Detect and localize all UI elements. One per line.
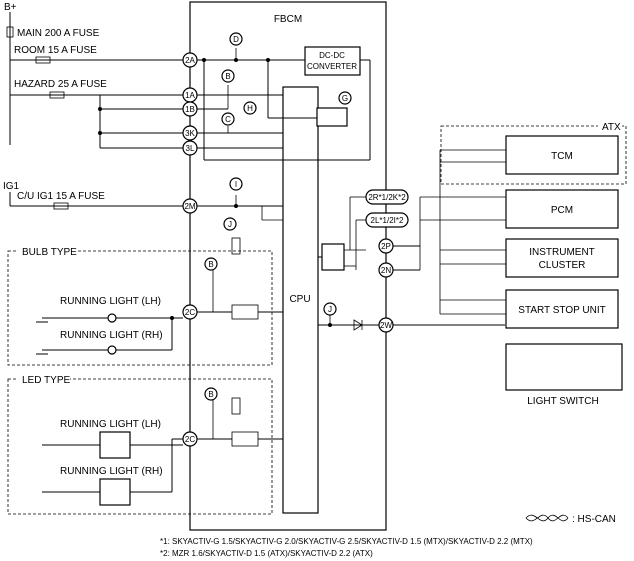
bplus-label: B+ <box>4 2 17 13</box>
svg-text:H: H <box>247 104 253 113</box>
cpu-label: CPU <box>289 294 310 305</box>
dcdc-box <box>304 46 361 76</box>
hazard-fuse-symbol <box>49 91 65 99</box>
room-fuse-label: ROOM 15 A FUSE <box>14 45 97 56</box>
point-j-1: J <box>223 217 237 231</box>
svg-text:G: G <box>342 94 348 103</box>
atx-label: ATX <box>602 122 621 133</box>
terminal-2n: 2N <box>378 262 394 278</box>
point-b-1: B <box>221 69 235 83</box>
hs-can-legend-icon <box>525 514 569 522</box>
cpu-box <box>282 86 319 514</box>
cluster-label-2: CLUSTER <box>539 260 586 271</box>
svg-text:B: B <box>208 390 213 399</box>
hazard-fuse-label: HAZARD 25 A FUSE <box>14 79 107 90</box>
point-c: C <box>221 112 235 126</box>
svg-text:2R*1/2K*2: 2R*1/2K*2 <box>368 193 406 202</box>
terminal-1a: 1A <box>182 87 198 103</box>
point-b-2: B <box>204 257 218 271</box>
cu-fuse-symbol <box>53 202 69 210</box>
svg-text:2A: 2A <box>185 56 195 65</box>
svg-text:3L: 3L <box>186 144 195 153</box>
terminal-can-low: 2L*1/2I*2 <box>365 212 409 228</box>
led-type-label: LED TYPE <box>22 375 70 386</box>
dcdc-label-2: CONVERTER <box>307 62 357 71</box>
start-stop-unit-box <box>505 289 619 329</box>
bulb-lh-icon <box>107 313 117 323</box>
light-switch-box <box>505 343 623 391</box>
terminal-2p: 2P <box>378 238 394 254</box>
svg-text:3K: 3K <box>185 129 195 138</box>
svg-text:1B: 1B <box>185 105 195 114</box>
hs-can-legend-label: : HS-CAN <box>572 514 616 525</box>
svg-text:2C: 2C <box>185 435 195 444</box>
fbcm-title: FBCM <box>274 14 302 25</box>
terminal-can-high: 2R*1/2K*2 <box>365 189 409 205</box>
can-transceiver <box>321 243 345 271</box>
bulb-light-lh-label: RUNNING LIGHT (LH) <box>60 296 161 307</box>
svg-text:B: B <box>208 260 213 269</box>
point-j-2: J <box>323 302 337 316</box>
point-b-3: B <box>204 387 218 401</box>
bulb-light-rh-label: RUNNING LIGHT (RH) <box>60 330 163 341</box>
cluster-label-1: INSTRUMENT <box>529 247 595 258</box>
dcdc-label-1: DC-DC <box>319 51 345 60</box>
dcdc-reg-box <box>316 107 348 127</box>
terminal-2w: 2W <box>378 317 394 333</box>
terminal-2c-bulb: 2C <box>182 304 198 320</box>
tcm-box <box>505 135 619 175</box>
led-light-rh-label: RUNNING LIGHT (RH) <box>60 466 163 477</box>
terminal-3k: 3K <box>182 125 198 141</box>
footnote-1: *1: SKYACTIV-G 1.5/SKYACTIV-G 2.0/SKYACT… <box>160 537 533 546</box>
tcm-label: TCM <box>551 151 573 162</box>
terminal-2m: 2M <box>182 198 198 214</box>
room-fuse-symbol <box>35 56 51 64</box>
svg-text:2N: 2N <box>381 266 391 275</box>
point-i: I <box>229 177 243 191</box>
footnote-2: *2: MZR 1.6/SKYACTIV-D 1.5 (ATX)/SKYACTI… <box>160 549 373 558</box>
svg-text:2L*1/2I*2: 2L*1/2I*2 <box>371 216 404 225</box>
terminal-1b: 1B <box>182 101 198 117</box>
svg-text:I: I <box>235 180 237 189</box>
point-h: H <box>243 101 257 115</box>
led-type-group <box>7 378 273 515</box>
ig1-label: IG1 <box>3 181 20 192</box>
svg-text:D: D <box>233 35 239 44</box>
ssu-label: START STOP UNIT <box>518 305 605 316</box>
svg-text:2W: 2W <box>380 321 392 330</box>
svg-text:2C: 2C <box>185 308 195 317</box>
led-light-lh-label: RUNNING LIGHT (LH) <box>60 419 161 430</box>
led-lh-icon <box>99 431 131 459</box>
svg-text:B: B <box>225 72 230 81</box>
svg-text:2P: 2P <box>381 242 391 251</box>
svg-text:C: C <box>225 115 231 124</box>
bulb-rh-icon <box>107 345 117 355</box>
terminal-2a: 2A <box>182 52 198 68</box>
led-rh-icon <box>99 478 131 506</box>
terminal-3l: 3L <box>182 140 198 156</box>
svg-text:J: J <box>328 305 332 314</box>
svg-text:1A: 1A <box>185 91 195 100</box>
bulb-type-group <box>7 250 273 366</box>
atx-group <box>440 125 627 185</box>
pcm-box <box>505 189 619 229</box>
point-g: G <box>338 91 352 105</box>
main-fuse-symbol <box>6 26 14 38</box>
cu-fuse-label: C/U IG1 15 A FUSE <box>17 191 105 202</box>
bulb-type-label: BULB TYPE <box>22 247 77 258</box>
pcm-label: PCM <box>551 205 573 216</box>
svg-text:2M: 2M <box>184 202 195 211</box>
point-d: D <box>229 32 243 46</box>
terminal-2c-led: 2C <box>182 431 198 447</box>
main-fuse-label: MAIN 200 A FUSE <box>17 28 100 39</box>
light-switch-label: LIGHT SWITCH <box>527 396 598 407</box>
instrument-cluster-box <box>505 238 619 278</box>
svg-text:J: J <box>228 220 232 229</box>
